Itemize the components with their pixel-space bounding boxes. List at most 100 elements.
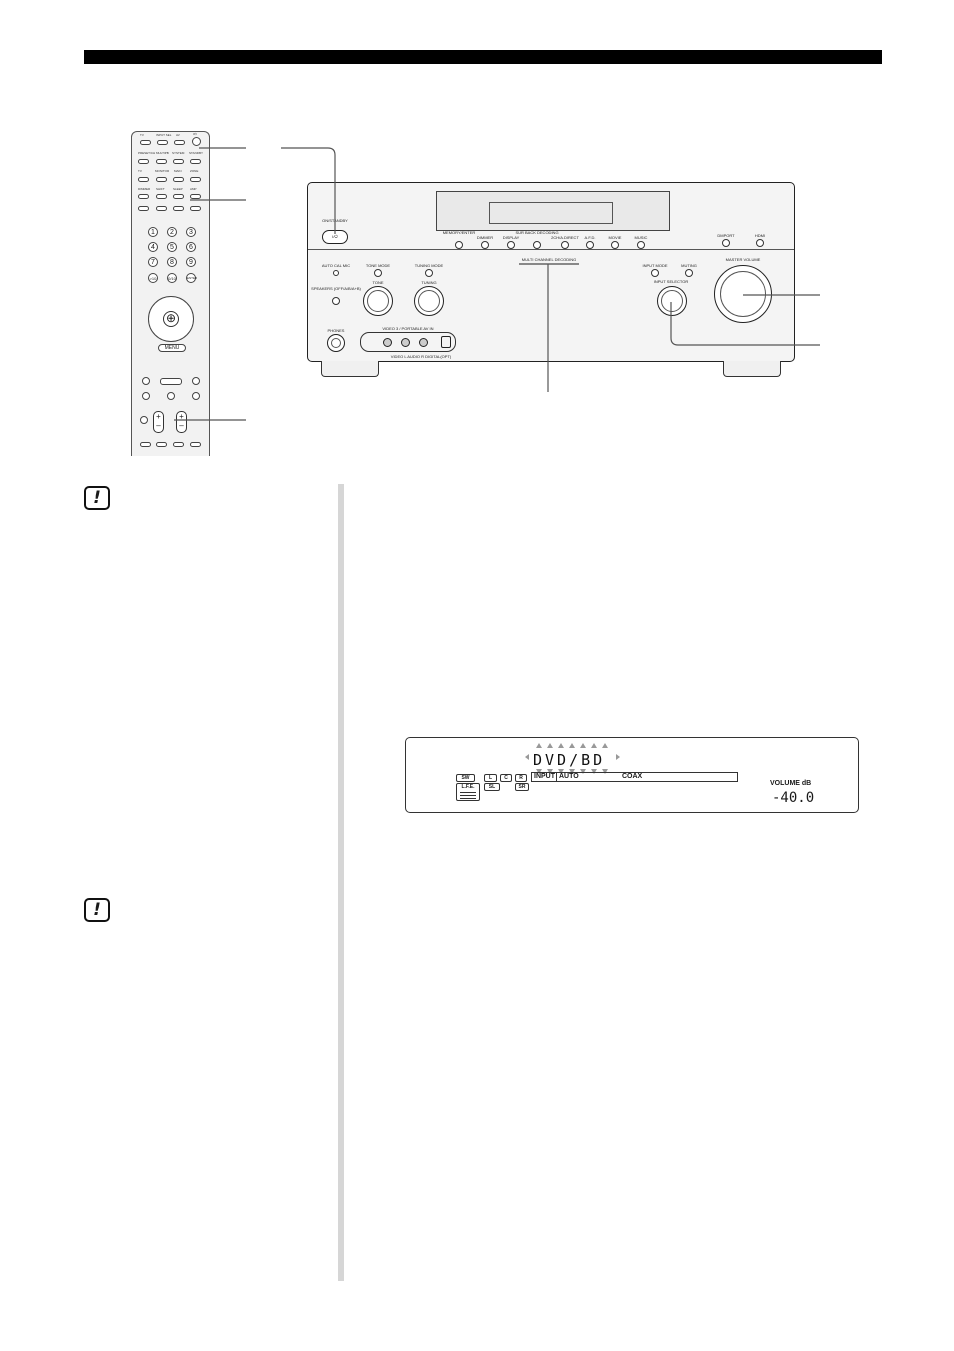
remote-row2-button-4[interactable]	[190, 159, 201, 164]
audio-r-jack[interactable]	[419, 338, 428, 347]
master-volume-knob[interactable]	[714, 265, 772, 323]
remote-input-label: INPUT SEL	[156, 133, 172, 137]
input-label: INPUT	[534, 773, 557, 781]
remote-tv-label: TV	[140, 133, 144, 137]
remote-key-9[interactable]: 9	[186, 257, 196, 267]
remote-bottom-button-1[interactable]	[140, 442, 151, 447]
music-button[interactable]	[637, 241, 645, 249]
input-bar: INPUT AUTO COAX	[531, 772, 738, 782]
phones-label: PHONES	[327, 328, 345, 333]
remote-row4-label-2: SHIFT	[156, 187, 165, 191]
hdmi-label: HDMI	[754, 233, 766, 238]
remote-row4-button-1[interactable]	[138, 194, 149, 199]
input-selector-knob[interactable]	[657, 286, 687, 316]
remote-menu-button[interactable]: MENU	[158, 344, 186, 352]
remote-row4-button-3[interactable]	[173, 194, 184, 199]
remote-disc-skip[interactable]	[142, 392, 150, 400]
remote-dpad-center[interactable]: ⊕	[163, 311, 179, 327]
tuning-knob[interactable]	[414, 286, 444, 316]
av-in-label: VIDEO 3 / PORTABLE AV IN	[382, 326, 434, 331]
auto-cal-mic-label: AUTO CAL MIC	[321, 263, 351, 268]
remote-row3-button-1[interactable]	[138, 177, 149, 182]
2ch-direct-button[interactable]	[561, 241, 569, 249]
memory-enter-label: MEMORY/ENTER	[442, 230, 476, 235]
muting-button[interactable]	[685, 269, 693, 277]
remote-row5-button-2[interactable]	[156, 206, 167, 211]
remote-row5-button-4[interactable]	[190, 206, 201, 211]
remote-row3-button-3[interactable]	[173, 177, 184, 182]
remote-row2-button-3[interactable]	[173, 159, 184, 164]
display-source-text: DVD/BD	[533, 751, 606, 769]
remote-row2-label-1: PRESET/CH	[138, 151, 156, 155]
remote-key-3[interactable]: 3	[186, 227, 196, 237]
remote-row2-button-2[interactable]	[156, 159, 167, 164]
remote-row5-button-1[interactable]	[138, 206, 149, 211]
movie-button[interactable]	[611, 241, 619, 249]
remote-row4-button-4[interactable]	[190, 194, 201, 199]
remote-row3-label-4: ZONE	[190, 169, 199, 173]
remote-key-5[interactable]: 5	[167, 242, 177, 252]
input-selector-label: INPUT SELECTOR	[653, 279, 689, 284]
remote-muting-button[interactable]	[140, 416, 148, 424]
video-jack[interactable]	[383, 338, 392, 347]
remote-tuning-minus[interactable]	[142, 377, 150, 385]
dmport-button[interactable]	[722, 239, 730, 247]
remote-key-4[interactable]: 4	[148, 242, 158, 252]
optical-jack[interactable]	[441, 336, 451, 348]
tuning-mode-button[interactable]	[425, 269, 433, 277]
remote-bottom-button-4[interactable]	[190, 442, 201, 447]
audio-l-jack[interactable]	[401, 338, 410, 347]
master-volume-label: MASTER VOLUME	[725, 257, 761, 262]
movie-label: MOVIE	[608, 235, 622, 240]
remote-bottom-button-3[interactable]	[173, 442, 184, 447]
hdmi-button[interactable]	[756, 239, 764, 247]
remote-pause[interactable]	[167, 392, 175, 400]
column-divider	[338, 484, 344, 1281]
auto-cal-mic-jack[interactable]	[333, 270, 339, 276]
remote-av-button[interactable]	[174, 140, 185, 145]
2ch-direct-label: 2CH/A.DIRECT	[551, 235, 579, 240]
phones-jack[interactable]	[327, 334, 345, 352]
speakers-button[interactable]	[332, 297, 340, 305]
remote-tuning-plus[interactable]	[192, 377, 200, 385]
av-jack-labels: VIDEO L AUDIO R DIGITAL(OPT)	[390, 354, 452, 359]
dimmer-button[interactable]	[481, 241, 489, 249]
memory-enter-button[interactable]	[455, 241, 463, 249]
display-button[interactable]	[507, 241, 515, 249]
afd-button[interactable]	[586, 241, 594, 249]
remote-volume-rocker[interactable]: + –	[153, 411, 164, 433]
tone-knob[interactable]	[363, 286, 393, 316]
remote-key-6[interactable]: 6	[186, 242, 196, 252]
remote-row3-button-2[interactable]	[156, 177, 167, 182]
remote-row3-button-4[interactable]	[190, 177, 201, 182]
input-mode-button[interactable]	[651, 269, 659, 277]
remote-play-button[interactable]	[160, 378, 182, 385]
remote-key-10plus[interactable]: >10	[148, 273, 158, 283]
remote-key-0[interactable]: 0/10	[167, 273, 177, 283]
channel-sw: SW	[456, 774, 475, 782]
remote-key-2[interactable]: 2	[167, 227, 177, 237]
remote-row2-label-3: SYSTEM	[172, 151, 185, 155]
remote-tv-button[interactable]	[140, 140, 151, 145]
remote-power-button[interactable]	[192, 137, 201, 146]
receiver-foot-right	[723, 361, 781, 377]
remote-row2-button-1[interactable]	[138, 159, 149, 164]
remote-input-sel-button[interactable]	[157, 140, 168, 145]
remote-key-7[interactable]: 7	[148, 257, 158, 267]
remote-dpad[interactable]: ⊕	[148, 296, 194, 342]
volume-label: VOLUME dB	[770, 780, 812, 787]
receiver-foot-left	[321, 361, 379, 377]
remote-row3-label-2: MONITOR	[155, 169, 170, 173]
remote-row5-button-3[interactable]	[173, 206, 184, 211]
remote-key-1[interactable]: 1	[148, 227, 158, 237]
tone-mode-button[interactable]	[374, 269, 382, 277]
remote-key-8[interactable]: 8	[167, 257, 177, 267]
remote-key-enter[interactable]: ENTER	[186, 273, 197, 283]
remote-stop[interactable]	[192, 392, 200, 400]
sur-back-button[interactable]	[533, 241, 541, 249]
remote-row4-button-2[interactable]	[156, 194, 167, 199]
remote-bottom-button-2[interactable]	[156, 442, 167, 447]
remote-preset-rocker[interactable]: + –	[176, 411, 187, 433]
callout-power-button	[281, 147, 336, 234]
music-label: MUSIC	[634, 235, 648, 240]
